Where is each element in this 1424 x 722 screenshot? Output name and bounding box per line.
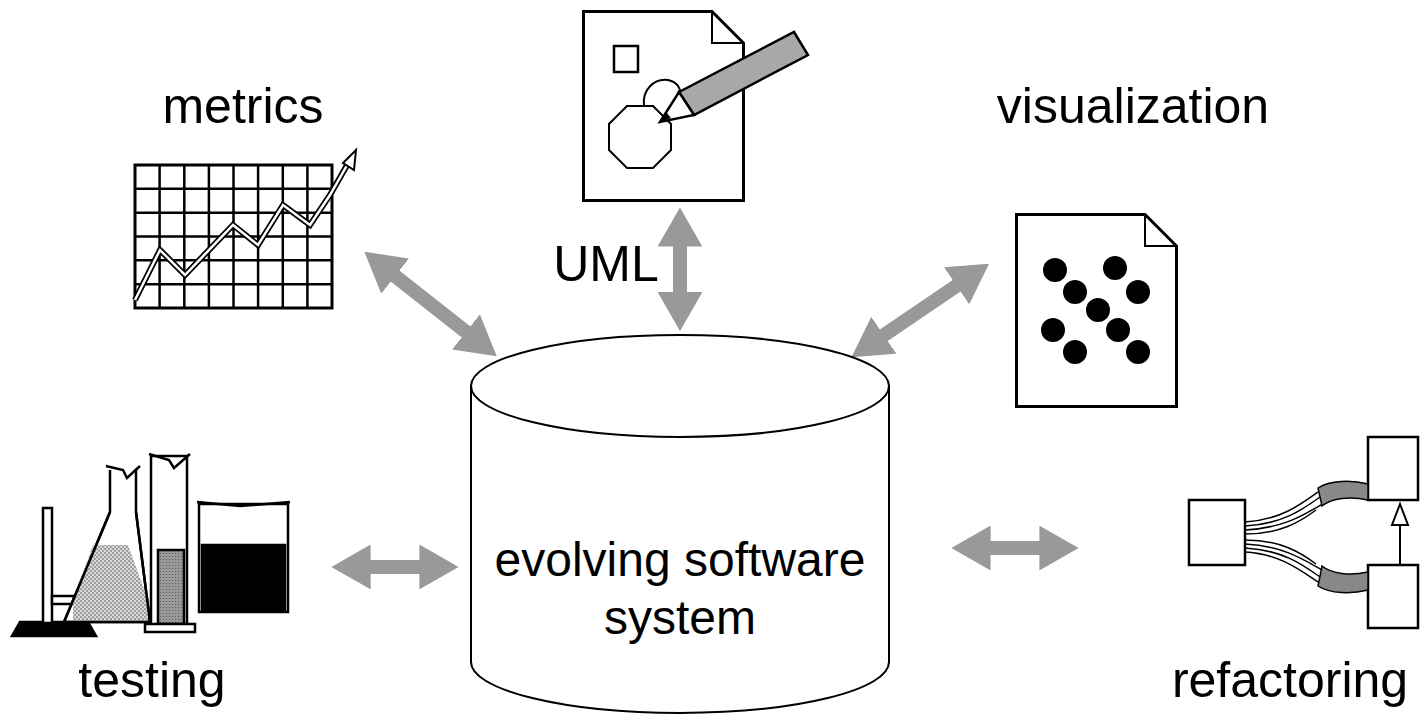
- cylinder-outline: [470, 334, 890, 714]
- uml-document: [584, 12, 809, 201]
- node-label: metrics: [162, 78, 323, 136]
- node-label: UML: [553, 236, 659, 294]
- double-arrow: [883, 285, 958, 336]
- uml-node: UML: [582, 10, 745, 202]
- double-arrow: [989, 541, 1041, 555]
- node-label: refactoring: [1172, 652, 1408, 710]
- metrics-node: metrics: [135, 150, 357, 310]
- visualization-node: visualization: [1015, 213, 1178, 408]
- double-arrow: [394, 275, 467, 333]
- visualization-document: [1017, 215, 1177, 407]
- double-arrow: [369, 560, 421, 574]
- node-text: evolving software system: [490, 531, 870, 646]
- lab-glassware: [12, 454, 290, 636]
- testing-node: testing: [10, 455, 292, 637]
- refactoring-node: refactoring: [1185, 435, 1420, 630]
- cylinder-top: [471, 335, 889, 437]
- node-label: testing: [78, 652, 225, 710]
- node-label: visualization: [997, 78, 1269, 136]
- refactoring-classes: [1189, 437, 1418, 628]
- metrics-chart: [135, 150, 356, 308]
- double-arrow: [673, 245, 687, 293]
- database-cylinder: evolving software system: [470, 334, 890, 714]
